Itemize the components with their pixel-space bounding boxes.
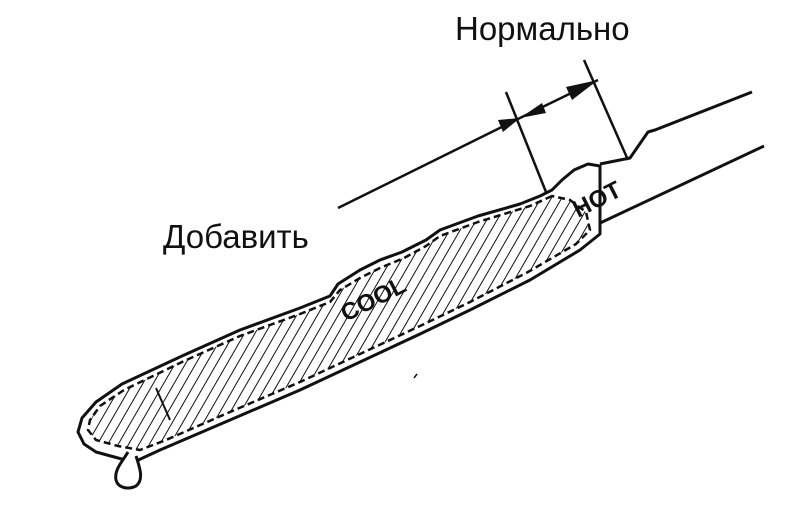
dipstick-upper-edge	[599, 90, 753, 166]
stray-mark	[413, 373, 418, 379]
dipstick-lower-edge	[597, 144, 765, 226]
oil-film-hatched	[86, 194, 592, 452]
oil-drop	[114, 451, 143, 490]
tip-marker-line	[155, 387, 171, 421]
normal-range-arrow-right	[566, 80, 598, 100]
normal-extension-line-right	[582, 59, 630, 161]
add-leader-line	[337, 116, 521, 210]
add-level-label: Добавить	[163, 218, 309, 255]
normal-extension-line-left	[504, 91, 548, 193]
normal-level-label: Нормально	[455, 10, 630, 47]
add-arrow-head	[498, 118, 520, 132]
normal-range-arrow-left	[520, 103, 546, 118]
